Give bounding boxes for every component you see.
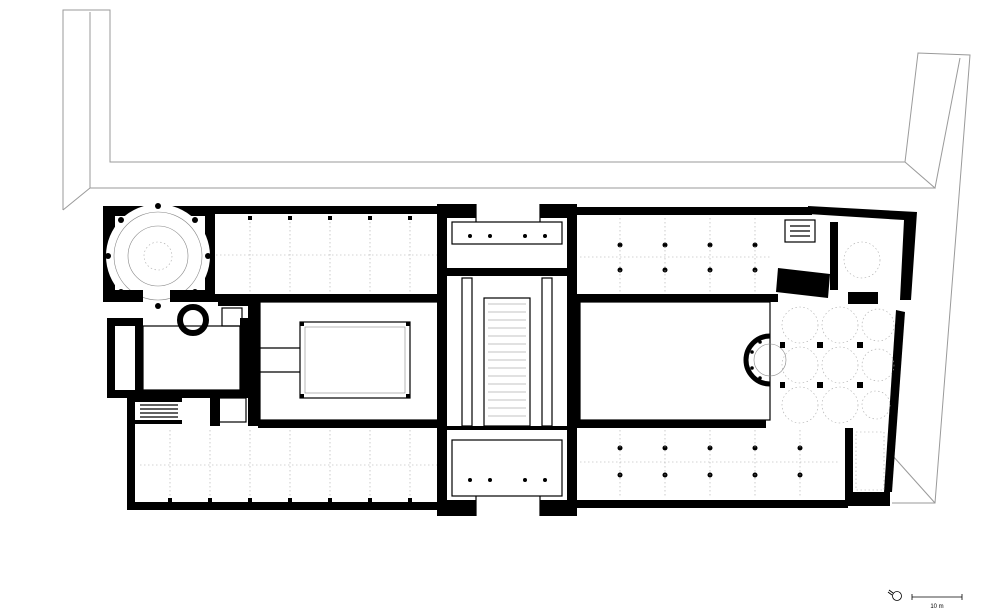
southeast-hall: [580, 428, 885, 498]
west-rooms: [132, 300, 260, 426]
scale-bar: 10 m: [911, 594, 963, 610]
central-staircase: [437, 204, 577, 516]
west-courtyard: [258, 301, 443, 428]
perimeter-walls: [103, 204, 917, 516]
north-arrow-icon: [887, 589, 902, 601]
site-outline: [62, 9, 971, 504]
northeast-hall: [572, 218, 881, 304]
west-stair: [132, 398, 182, 424]
east-vault-hall: [780, 306, 895, 424]
northwest-hall: [210, 216, 443, 302]
east-courtyard: [572, 301, 787, 428]
southwest-hall: [140, 430, 440, 502]
rotunda: [103, 203, 215, 336]
scale-label: 10 m: [930, 604, 943, 610]
